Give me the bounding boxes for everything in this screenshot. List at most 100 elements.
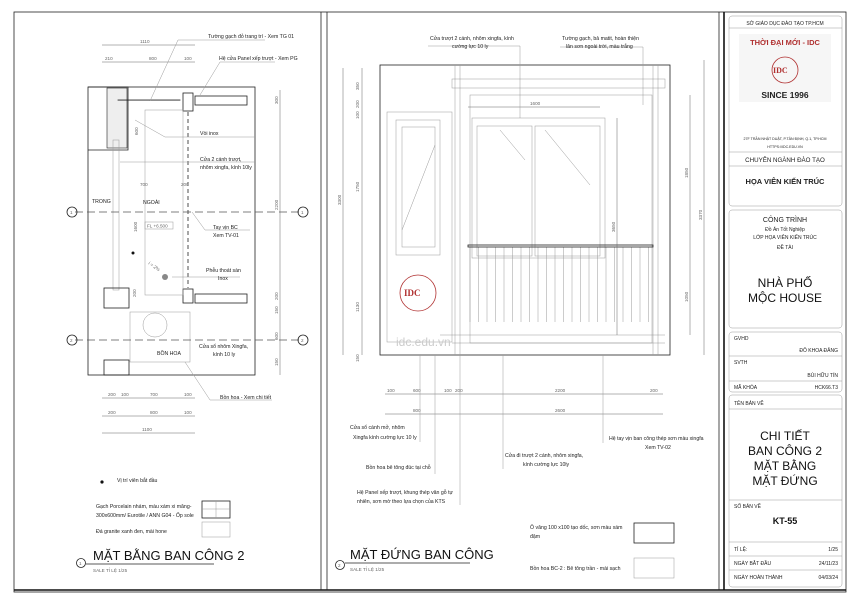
drawing-name-label: TÊN BẢN VẼ — [734, 399, 764, 407]
axis-marker: 2 — [297, 334, 309, 346]
dimension: 150 — [355, 354, 360, 362]
dimension: 1130 — [355, 302, 360, 312]
dimension: 2200 — [555, 388, 566, 393]
project-name: MỘC HOUSE — [748, 290, 822, 305]
casement-window — [395, 119, 441, 256]
annotation: lăn sơn ngoài trời, màu trắng — [566, 43, 633, 50]
annotation: Cửa sổ cánh mở, nhôm — [350, 424, 405, 431]
plan-view: FL +6.500 i = 2% TRONG NGOÀI BỒN HOA 1 1… — [66, 33, 309, 573]
dimension: 2600 — [555, 408, 566, 413]
sliding-door — [471, 117, 606, 259]
canopy-swatch — [633, 522, 675, 544]
logo-box — [739, 34, 831, 102]
annotation: Phễu thoát sàn — [206, 267, 241, 274]
annotation: Tường gạch, bả matit, hoàn thiện — [562, 36, 639, 42]
drawing-name: MẶT BẰNG — [754, 458, 816, 473]
annotation: Cửa sổ nhôm Xingfa, — [199, 343, 248, 350]
dimension: 600 — [134, 127, 139, 135]
school-name: THỜI ĐẠI MỚI - IDC — [750, 38, 820, 47]
axis-marker: 2 — [66, 334, 78, 346]
dimension: 100 — [444, 388, 452, 393]
dimension: 600 — [274, 332, 279, 340]
annotation: Cửa 2 cánh trượt, — [200, 156, 242, 163]
dimension: 200 — [108, 410, 116, 415]
dimension: 200 — [355, 100, 360, 108]
drawing-name: CHI TIẾT — [760, 428, 810, 443]
dimension: 200 — [132, 289, 137, 297]
course-label: MÃ KHÓA — [734, 384, 758, 391]
annotation: kính 10 ly — [213, 352, 236, 358]
dimension: 1050 — [684, 291, 689, 302]
view-number-marker — [76, 558, 86, 568]
logo-text: IDC — [773, 66, 788, 75]
annotation: cường lực 10 ly — [452, 44, 489, 50]
drawing-name: BAN CÔNG 2 — [748, 443, 822, 458]
sliding-door — [112, 139, 120, 291]
dimension: 800 — [150, 410, 158, 415]
elevation-view: IDC idc.edu.vn 350 200 100 1750 1130 150… — [335, 35, 705, 579]
canopy — [451, 78, 666, 89]
legend-label: 300x600mm/ Eurotile / ANN G04 - Ốp sole — [96, 512, 194, 519]
dimension: 600 — [413, 388, 421, 393]
annotation: Xem TV-02 — [645, 445, 671, 451]
svg-text:1: 1 — [70, 210, 73, 215]
legend-label: Đá granite xanh đen, mài hone — [96, 529, 167, 535]
legend-label: Vị trí viên bắt đầu — [117, 477, 157, 484]
column — [182, 92, 194, 112]
idc-watermark-logo: IDC — [399, 274, 437, 312]
start-date: 24/11/23 — [819, 561, 838, 567]
dimension: 100 — [387, 388, 395, 393]
wall-pier — [103, 287, 130, 309]
svth: BÙI HỮU TÍN — [807, 372, 838, 379]
svg-text:1: 1 — [301, 210, 304, 215]
topic-label: ĐỀ TÀI — [777, 244, 793, 251]
since-label: SINCE 1996 — [761, 90, 809, 100]
finish-label: NGÀY HOÀN THÀNH — [734, 574, 783, 581]
dimension: 1600 — [133, 221, 138, 232]
drawing-name: MẶT ĐỨNG — [752, 473, 817, 488]
svth-label: SVTH — [734, 360, 748, 366]
level-tag — [144, 221, 174, 230]
gvhd: ĐỖ KHOA ĐĂNG — [799, 347, 838, 354]
major: HỌA VIÊN KIẾN TRÚC — [746, 176, 825, 186]
annotation: Tay vịn BC — [213, 225, 238, 231]
sheet-border — [13, 11, 847, 593]
room-label: TRONG — [92, 199, 111, 205]
room-label: BỒN HOA — [157, 350, 181, 357]
dimension: 210 — [105, 56, 113, 61]
annotation: kính cường lực 10ly — [523, 462, 570, 468]
annotation: nhiên, sơn mờ theo lựa chọn của KTS — [357, 498, 446, 505]
annotation: Bồn hoa bê tông đúc tại chỗ — [366, 464, 431, 471]
legend-label: Gạch Porcelain nhám, màu xám xi măng- — [96, 504, 192, 510]
dimension: 1100 — [142, 427, 152, 432]
dimension: 200 — [108, 392, 116, 397]
dimension: 350 — [355, 82, 360, 90]
project-sub: Đồ Án Tốt Nghiệp — [765, 226, 805, 233]
flower-icon — [142, 312, 168, 338]
dimension: 200 — [181, 182, 189, 187]
title-block: SỞ GIÁO DỤC ĐÀO TẠO TP.HCM THỜI ĐẠI MỚI … — [728, 15, 843, 588]
dimension: 150 — [274, 358, 279, 366]
start-label: NGÀY BẮT ĐẦU — [734, 559, 771, 567]
annotation: Tường gạch đỏ trang trí - Xem TG 01 — [208, 33, 294, 40]
dimension: 100 — [121, 392, 129, 397]
department: SỞ GIÁO DỤC ĐÀO TẠO TP.HCM — [746, 20, 823, 27]
drawing-no-label: SỐ BẢN VẼ — [734, 503, 762, 510]
dimension: 150 — [274, 306, 279, 314]
room-label: NGOÀI — [143, 199, 160, 206]
svg-text:2: 2 — [70, 338, 73, 343]
dimension: 1750 — [355, 181, 360, 192]
scale: 1/25 — [828, 547, 838, 553]
tile-area — [144, 109, 184, 296]
level-label: FL +6.500 — [147, 224, 168, 229]
dimension: 1850 — [684, 167, 689, 178]
scale-label: TỈ LỆ: — [734, 545, 747, 553]
view-title: MẶT ĐỨNG BAN CÔNG — [350, 547, 494, 562]
annotation: Vòi inox — [200, 131, 219, 137]
plan-outline — [87, 86, 256, 376]
granite-swatch — [201, 521, 231, 538]
annotation: Inox — [218, 276, 228, 282]
dimension: 200 — [455, 388, 463, 393]
dimension: 3370 — [698, 209, 703, 220]
annotation: Bồn hoa - Xem chi tiết — [220, 395, 272, 401]
